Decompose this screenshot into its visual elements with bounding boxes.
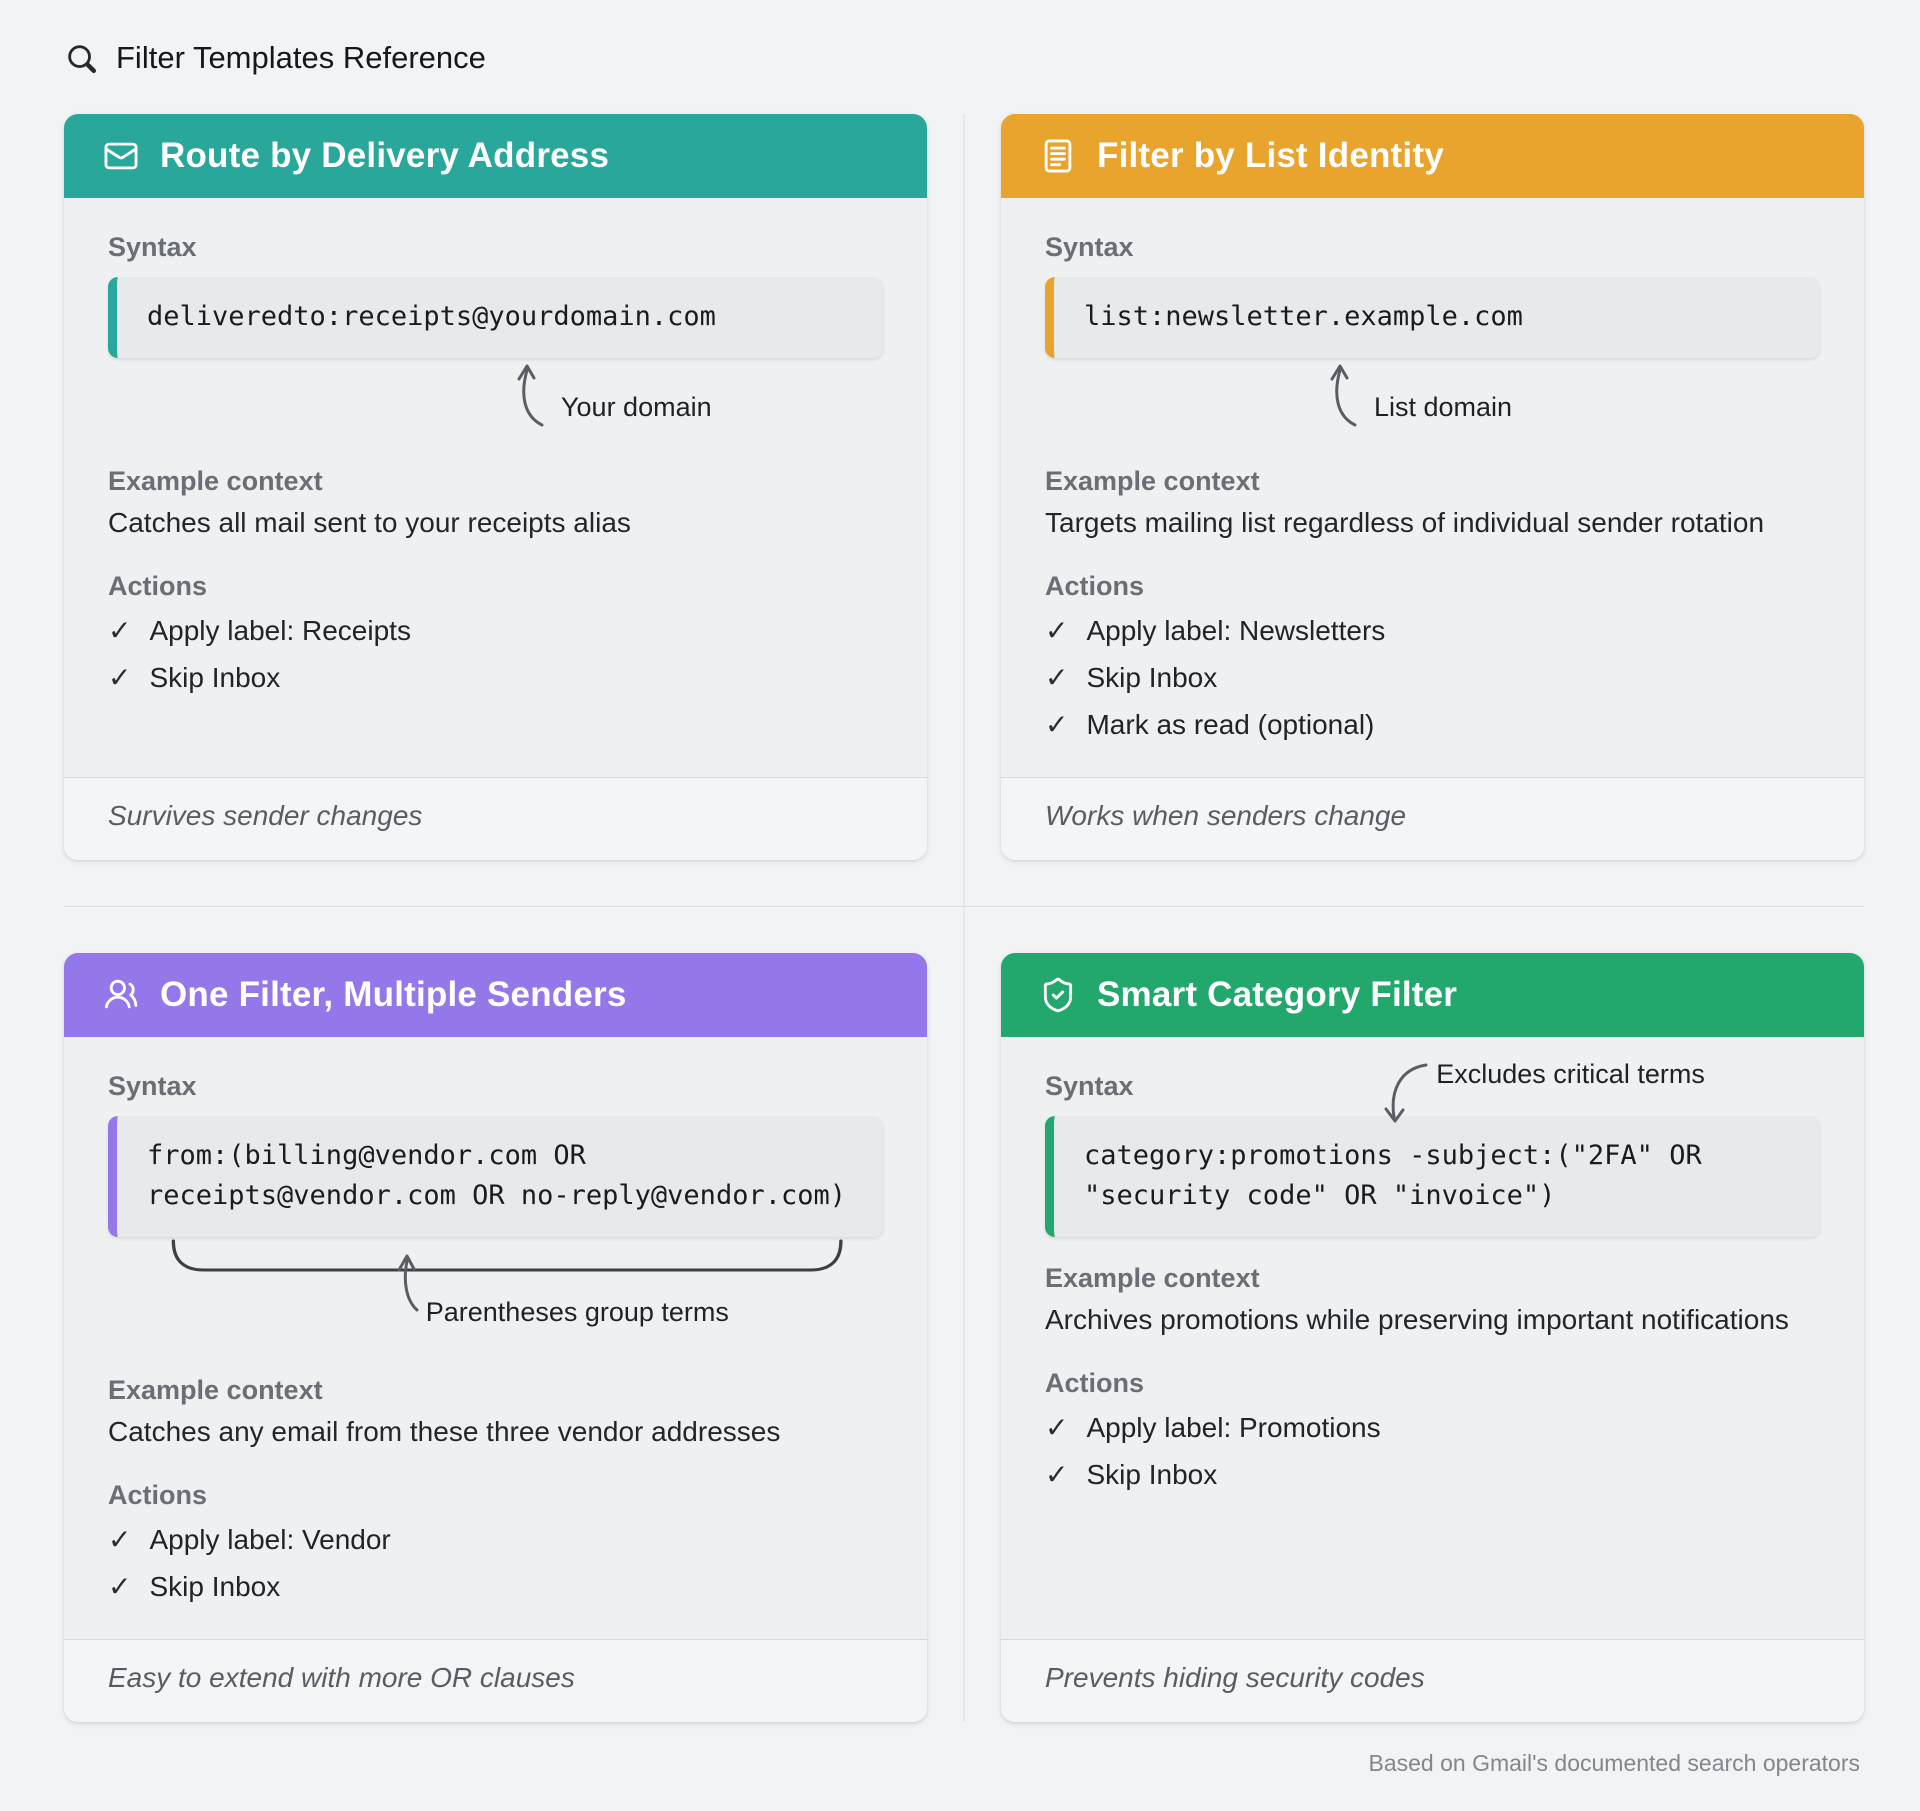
card-header: Smart Category Filter bbox=[1001, 952, 1864, 1037]
context-text: Catches any email from these three vendo… bbox=[108, 1415, 781, 1447]
actions-list: ✓ Apply label: Receipts ✓ Skip Inbox bbox=[108, 614, 883, 694]
syntax-code-block: list:newsletter.example.com bbox=[1045, 277, 1820, 358]
action-item: ✓ Skip Inbox bbox=[108, 1570, 883, 1603]
action-label: Skip Inbox bbox=[149, 661, 281, 693]
card-one-filter-multiple-senders: One Filter, Multiple Senders Syntax from… bbox=[64, 952, 927, 1722]
action-label: Mark as read (optional) bbox=[1086, 708, 1375, 740]
actions-label: Actions bbox=[1045, 1367, 1145, 1398]
syntax-label: Syntax bbox=[1045, 1070, 1134, 1101]
card-header: Filter by List Identity bbox=[1001, 114, 1864, 198]
list-icon bbox=[1039, 137, 1077, 175]
context-label: Example context bbox=[1045, 1262, 1260, 1293]
code-line: from:(billing@vendor.com OR bbox=[147, 1139, 586, 1171]
row-top: Route by Delivery Address Syntax deliver… bbox=[64, 114, 1864, 860]
action-item: ✓ Apply label: Newsletters bbox=[1045, 614, 1820, 647]
users-icon bbox=[102, 976, 140, 1014]
brace-icon bbox=[171, 1239, 843, 1271]
card-body: Syntax from:(billing@vendor.com OR recei… bbox=[64, 1037, 927, 1639]
action-label: Apply label: Receipts bbox=[149, 614, 411, 646]
card-footer: Survives sender changes bbox=[64, 776, 927, 860]
action-item: ✓ Skip Inbox bbox=[108, 661, 883, 694]
attribution-note: Based on Gmail's documented search opera… bbox=[1368, 1749, 1861, 1776]
card-body: Syntax Excludes critical terms category:… bbox=[1001, 1037, 1864, 1639]
code-line: "security code" OR "invoice") bbox=[1084, 1180, 1556, 1211]
action-label: Skip Inbox bbox=[149, 1570, 281, 1602]
context-label: Example context bbox=[1045, 465, 1260, 496]
annotation: Your domain bbox=[511, 362, 883, 440]
check-icon: ✓ bbox=[1045, 708, 1069, 740]
code-line: deliveredto:receipts@yourdomain.com bbox=[147, 301, 716, 332]
actions-list: ✓ Apply label: Vendor ✓ Skip Inbox bbox=[108, 1523, 883, 1603]
actions-label: Actions bbox=[1045, 570, 1145, 601]
action-label: Apply label: Newsletters bbox=[1086, 614, 1386, 646]
check-icon: ✓ bbox=[108, 1570, 132, 1602]
check-icon: ✓ bbox=[1045, 1411, 1069, 1443]
action-label: Apply label: Promotions bbox=[1086, 1411, 1381, 1443]
action-item: ✓ Skip Inbox bbox=[1045, 1458, 1820, 1491]
card-footer: Easy to extend with more OR clauses bbox=[64, 1638, 927, 1722]
column-divider bbox=[963, 114, 965, 1722]
action-label: Skip Inbox bbox=[1086, 661, 1218, 693]
syntax-code-block: deliveredto:receipts@yourdomain.com bbox=[108, 277, 883, 358]
code-line: category:promotions -subject:("2FA" OR bbox=[1084, 1139, 1702, 1171]
actions-label: Actions bbox=[108, 1479, 208, 1510]
syntax-label: Syntax bbox=[108, 1070, 197, 1101]
context-text: Archives promotions while preserving imp… bbox=[1045, 1303, 1789, 1335]
card-footer: Prevents hiding security codes bbox=[1001, 1638, 1864, 1722]
syntax-label: Syntax bbox=[108, 232, 197, 262]
curved-arrow-up-icon bbox=[397, 1254, 419, 1311]
card-header: One Filter, Multiple Senders bbox=[64, 952, 927, 1037]
context-label: Example context bbox=[108, 465, 323, 496]
page-title-row: Filter Templates Reference bbox=[0, 0, 1920, 76]
card-grid: Route by Delivery Address Syntax deliver… bbox=[64, 114, 1864, 1722]
action-label: Skip Inbox bbox=[1086, 1458, 1218, 1490]
card-smart-category-filter: Smart Category Filter Syntax Excludes cr… bbox=[1001, 952, 1864, 1722]
code-line: list:newsletter.example.com bbox=[1084, 301, 1523, 332]
annotation-label: Parentheses group terms bbox=[425, 1296, 729, 1327]
check-icon: ✓ bbox=[1045, 614, 1069, 646]
context-label: Example context bbox=[108, 1374, 323, 1405]
check-icon: ✓ bbox=[1045, 661, 1069, 693]
card-title: Filter by List Identity bbox=[1097, 136, 1444, 175]
check-icon: ✓ bbox=[108, 1523, 132, 1555]
magnifier-icon bbox=[64, 41, 98, 75]
context-text: Catches all mail sent to your receipts a… bbox=[108, 506, 631, 538]
actions-list: ✓ Apply label: Promotions ✓ Skip Inbox bbox=[1045, 1411, 1820, 1491]
card-title: One Filter, Multiple Senders bbox=[160, 974, 627, 1014]
action-item: ✓ Mark as read (optional) bbox=[1045, 708, 1820, 741]
syntax-label: Syntax bbox=[1045, 232, 1134, 262]
envelope-icon bbox=[102, 137, 140, 175]
card-body: Syntax deliveredto:receipts@yourdomain.c… bbox=[64, 198, 927, 777]
annotation-label: Your domain bbox=[561, 391, 712, 422]
check-icon: ✓ bbox=[108, 661, 132, 693]
check-icon: ✓ bbox=[1045, 1458, 1069, 1490]
card-route-by-delivery-address: Route by Delivery Address Syntax deliver… bbox=[64, 114, 927, 860]
actions-list: ✓ Apply label: Newsletters ✓ Skip Inbox … bbox=[1045, 614, 1820, 741]
check-icon: ✓ bbox=[108, 614, 132, 646]
card-body: Syntax list:newsletter.example.com List … bbox=[1001, 198, 1864, 777]
syntax-code-block: category:promotions -subject:("2FA" OR "… bbox=[1045, 1115, 1820, 1237]
annotation-label: List domain bbox=[1374, 391, 1513, 422]
syntax-code-block: from:(billing@vendor.com OR receipts@ven… bbox=[108, 1115, 883, 1237]
card-header: Route by Delivery Address bbox=[64, 114, 927, 198]
syntax-head: Syntax Excludes critical terms bbox=[1045, 1059, 1820, 1122]
code-line: receipts@vendor.com OR no-reply@vendor.c… bbox=[147, 1180, 846, 1211]
card-footer: Works when senders change bbox=[1001, 776, 1864, 860]
actions-label: Actions bbox=[108, 570, 208, 601]
context-text: Targets mailing list regardless of indiv… bbox=[1045, 506, 1765, 538]
shield-check-icon bbox=[1039, 976, 1077, 1014]
action-item: ✓ Apply label: Receipts bbox=[108, 614, 883, 647]
card-title: Route by Delivery Address bbox=[160, 136, 610, 175]
action-item: ✓ Apply label: Vendor bbox=[108, 1523, 883, 1556]
annotation: List domain bbox=[1324, 362, 1820, 440]
action-item: ✓ Apply label: Promotions bbox=[1045, 1411, 1820, 1444]
action-item: ✓ Skip Inbox bbox=[1045, 661, 1820, 694]
annotation: Parentheses group terms bbox=[108, 1239, 883, 1349]
curved-arrow-up-icon bbox=[1324, 362, 1364, 433]
card-title: Smart Category Filter bbox=[1097, 974, 1458, 1014]
curved-arrow-up-icon bbox=[511, 362, 551, 433]
card-filter-by-list-identity: Filter by List Identity Syntax list:news… bbox=[1001, 114, 1864, 860]
action-label: Apply label: Vendor bbox=[149, 1523, 391, 1555]
page-title: Filter Templates Reference bbox=[116, 40, 486, 75]
